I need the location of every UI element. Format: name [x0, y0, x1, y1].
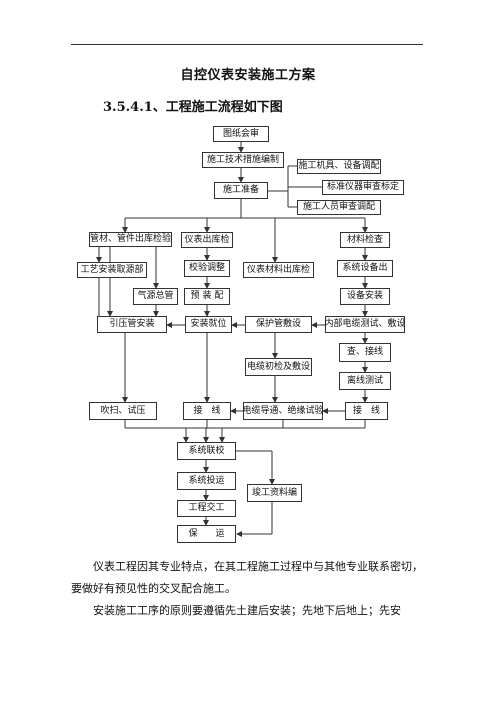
- flow-node-material-check: 材料检查: [340, 232, 390, 248]
- flow-node-drawing-review: 图纸会审: [213, 126, 269, 142]
- flow-node-personnel-allocation: 施工人员审查调配: [297, 200, 381, 215]
- flow-node-preassembly: 预 装 配: [184, 288, 230, 305]
- flow-node-instrument-inspection: 仪表出库检: [181, 232, 233, 248]
- flow-node-wiring-right: 接 线: [345, 402, 388, 420]
- flow-node-air-header: 气源总管: [133, 288, 178, 305]
- flow-node-construction-prep: 施工准备: [214, 182, 268, 199]
- flow-node-technical-measures: 施工技术措施编制: [202, 152, 284, 168]
- flow-node-pipe-inspection: 管材、管件出库检验: [89, 232, 172, 247]
- flow-node-conduit-laying: 保护管敷设: [245, 316, 312, 333]
- body-paragraph-2: 安装施工工序的原则要遵循先土建后安装；先地下后地上；先安: [93, 604, 401, 617]
- flow-node-cable-insulation-test: 电缆导通、绝缘试验: [243, 402, 324, 420]
- header-rule: [71, 44, 423, 45]
- flow-node-equipment-install: 设备安装: [340, 288, 390, 305]
- flow-node-process-tapping: 工艺安装取源部: [77, 262, 147, 278]
- document-title: 自控仪表安装施工方案: [180, 68, 316, 83]
- flow-node-installation: 安装就位: [185, 316, 232, 333]
- flow-node-project-handover: 工程交工: [177, 500, 236, 517]
- flow-node-system-commissioning: 系统投运: [177, 472, 236, 490]
- flow-node-wiring-left: 接 线: [183, 402, 231, 420]
- flow-node-calibration-adjust: 校验调整: [184, 260, 230, 277]
- body-paragraph-1: 仪表工程因其专业特点，在其工程施工过程中与其他专业联系密切，要做好有预见性的交叉…: [71, 560, 423, 595]
- flow-node-cable-initial-check: 电缆初检及敷设: [245, 358, 312, 376]
- flow-node-offline-test: 离线测试: [339, 372, 391, 390]
- flow-node-system-equipment: 系统设备出: [337, 260, 393, 277]
- flow-node-warranty-operation: 保 运: [177, 525, 236, 543]
- flow-node-completion-docs: 竣工资料编: [247, 484, 302, 502]
- flow-node-impulse-pipe: 引压管安装: [97, 316, 167, 333]
- flow-node-purge-pressure-test: 吹扫、试压: [89, 402, 157, 420]
- flow-node-material-outbound: 仪表材料出库检: [243, 262, 314, 278]
- flow-node-instrument-calibration: 标准仪器审查标定: [322, 180, 404, 195]
- flow-node-internal-cable-test: 内部电缆测试、敷设: [325, 316, 406, 333]
- section-heading: 3.5.4.1、工程施工流程如下图: [103, 100, 283, 115]
- flow-node-equipment-allocation: 施工机具、设备调配: [297, 159, 381, 174]
- flow-node-check-wiring: 查、接线: [339, 343, 391, 362]
- flow-node-system-joint-calibration: 系统联校: [177, 442, 236, 460]
